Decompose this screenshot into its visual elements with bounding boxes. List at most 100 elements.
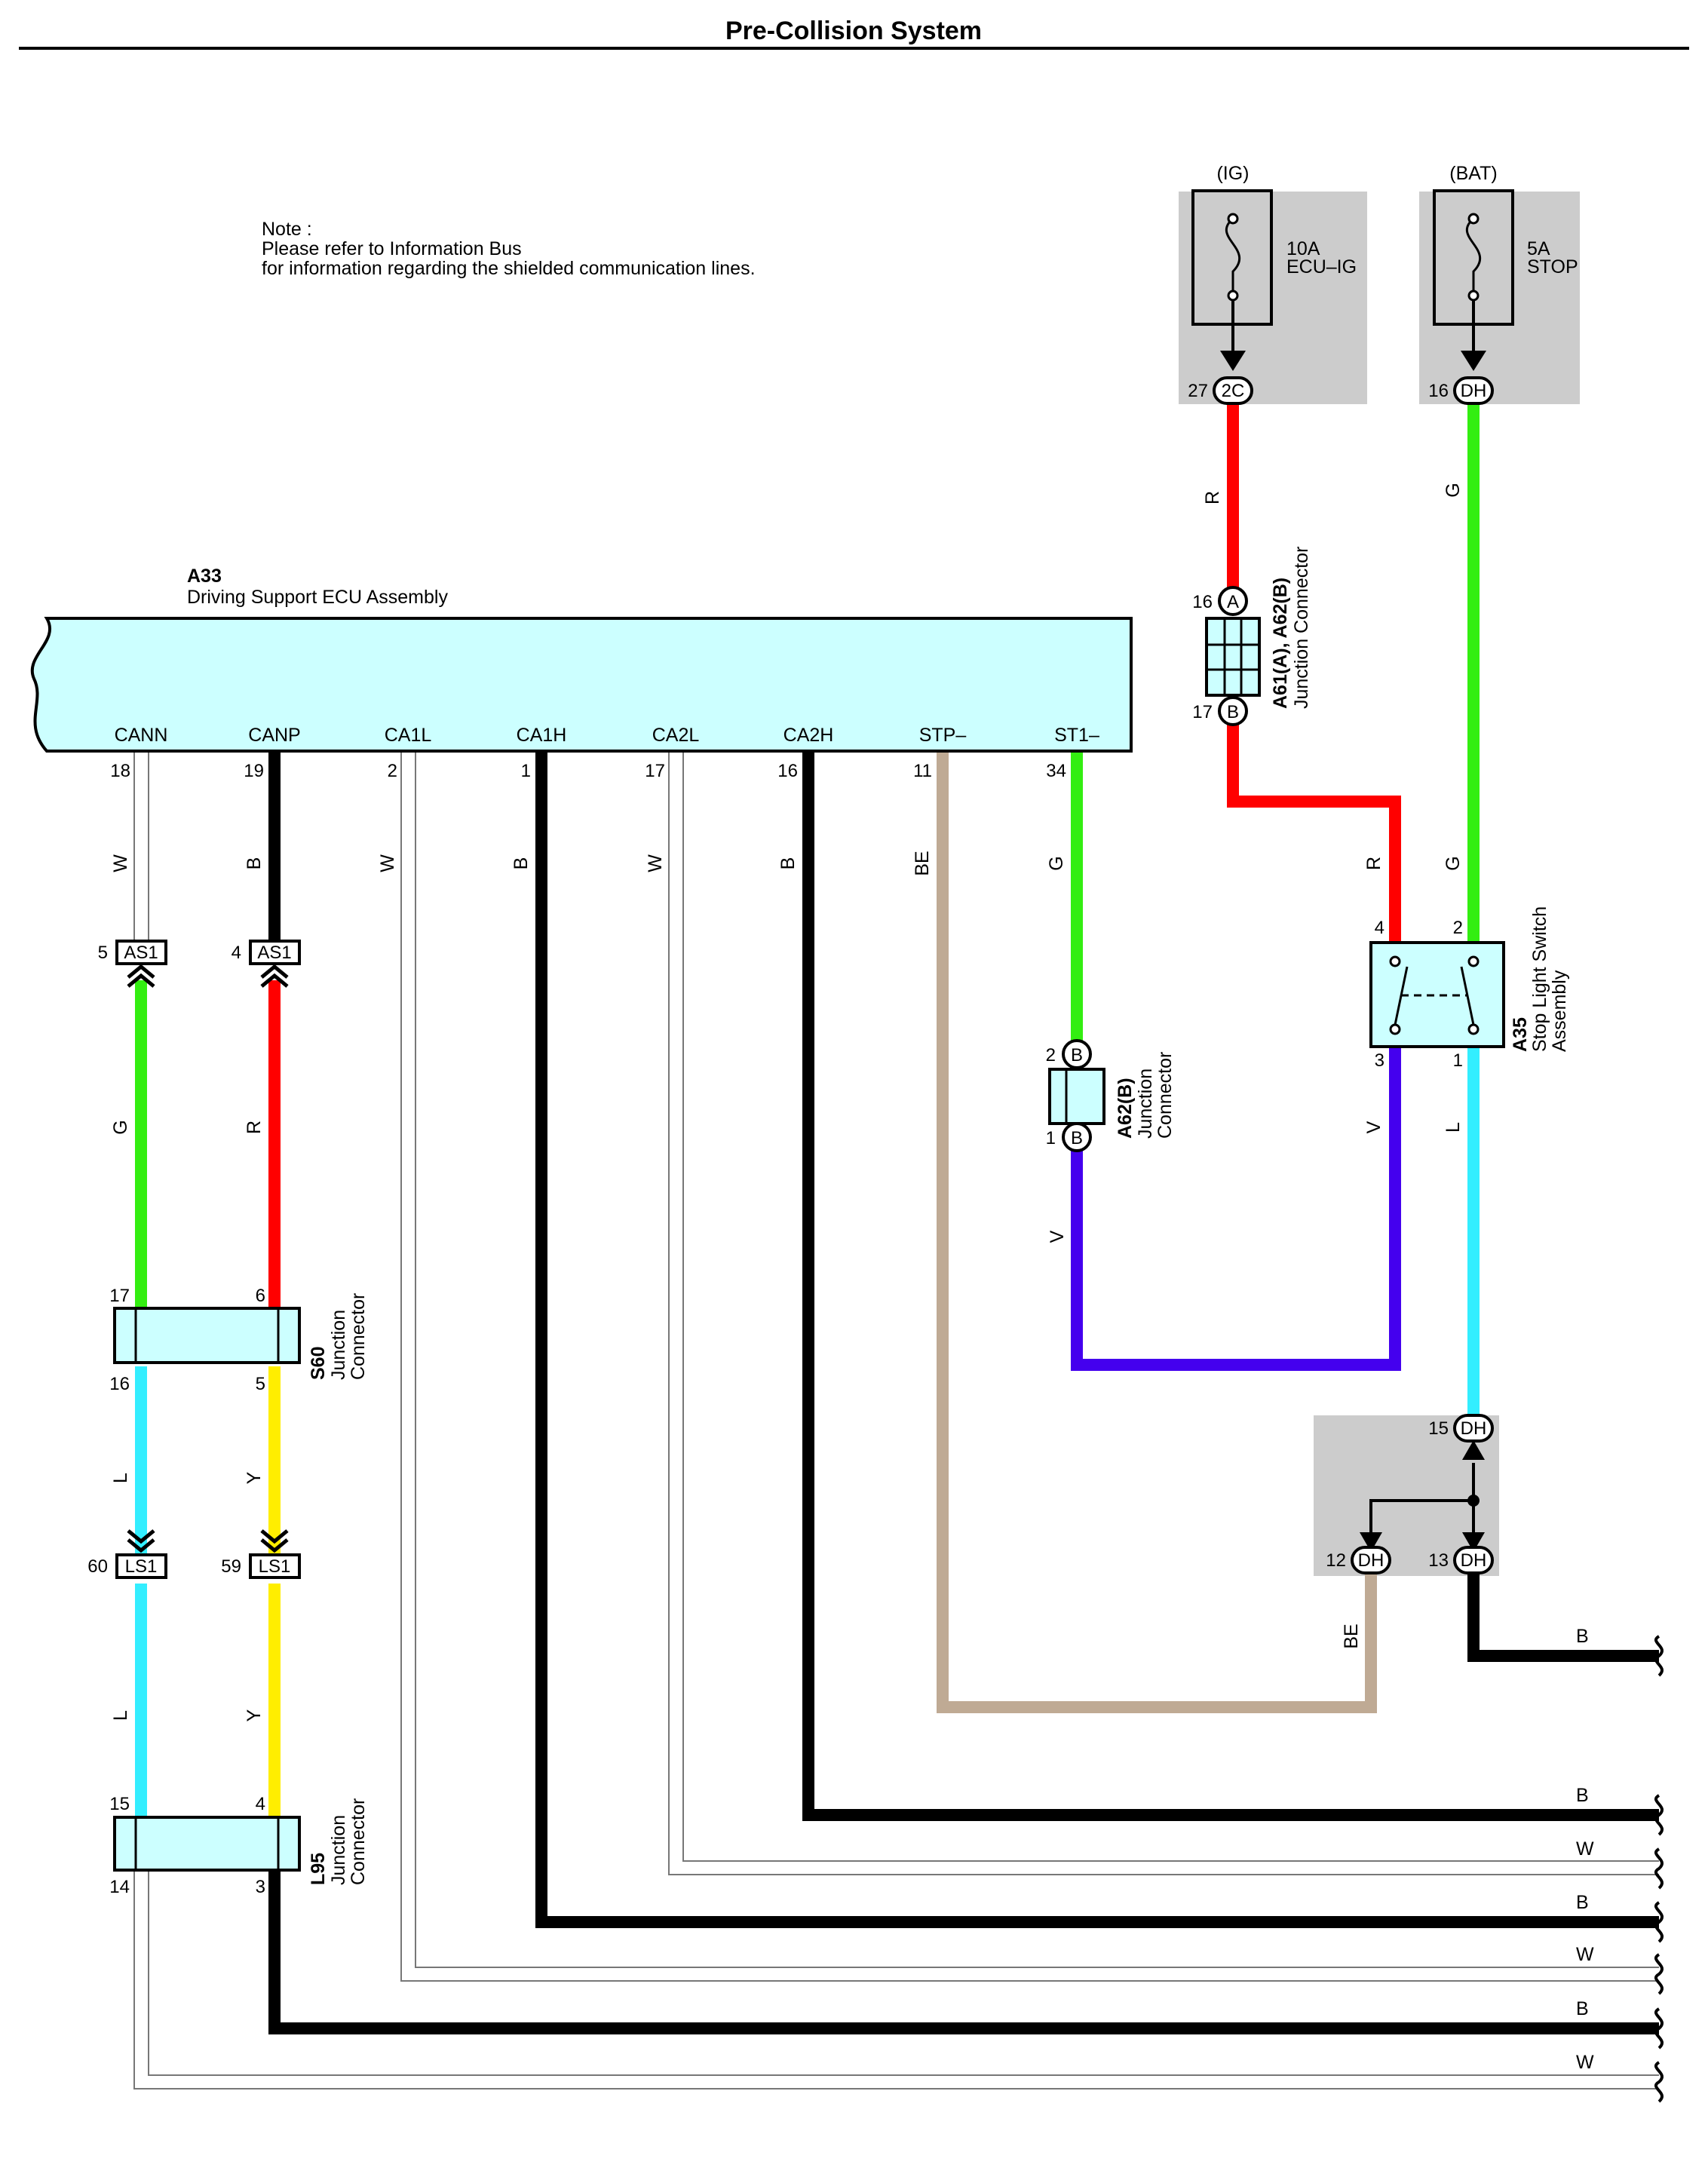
note-line-1: Please refer to Information Bus [262,238,522,259]
wire-black [268,751,1659,2034]
svg-text:3: 3 [1375,1050,1384,1071]
fuse-bat-name: STOP [1527,256,1578,277]
ecu-terminal-pin: 1 [521,761,531,781]
ecu-terminal-pin: 18 [110,761,130,781]
fuse-ig-rating: 10A [1286,238,1320,259]
right-wire-label: W [1576,2052,1594,2073]
connector-ls1: LS1 LS1 60 59 [87,1529,301,1579]
wire-ca2l-w [668,751,1659,1875]
wire-l95-out-b [268,1870,1659,2034]
ecu-terminal-name: CANN [115,725,168,746]
svg-text:27: 27 [1188,381,1208,401]
page-title: Pre-Collision System [725,17,982,45]
svg-text:Junction: Junction [328,1815,349,1885]
svg-text:14: 14 [109,1877,130,1897]
wire-break-mark [1654,1847,1664,1890]
svg-text:A62(B): A62(B) [1115,1078,1136,1139]
junction-a61-a62: A B 16 17 A61(A), A62(B) Junction Connec… [1192,547,1312,726]
wire-break-mark [1654,1901,1664,1943]
wire-break-mark [1654,1635,1664,1677]
wire-labels: R G R G V L V BE G R L Y L Y [110,483,1464,1722]
svg-text:DH: DH [1461,1418,1487,1439]
right-wire-label: B [1576,1998,1589,2019]
svg-text:Assembly: Assembly [1549,970,1570,1052]
svg-text:R: R [244,1121,265,1134]
connector-as1: AS1 AS1 5 4 [98,940,301,988]
ecu-terminal-pin: 2 [388,761,397,781]
ecu-terminal-name: CA1H [517,725,567,746]
svg-text:2C: 2C [1222,381,1245,401]
wire-red [268,403,1401,1308]
svg-text:DH: DH [1358,1550,1384,1571]
svg-text:Connector: Connector [1155,1052,1176,1139]
fuse-ig-symbol [1191,189,1273,371]
svg-text:4: 4 [232,943,241,963]
svg-text:R: R [1202,491,1223,504]
svg-text:B: B [1227,702,1239,722]
svg-text:4: 4 [1375,918,1384,938]
ecu-name: Driving Support ECU Assembly [187,587,448,608]
note: Note : Please refer to Information Bus f… [262,219,756,279]
svg-text:G: G [110,1120,131,1134]
wire-cann-w [133,751,1659,2089]
junction-a62: B B 2 1 A62(B) Junction Connector [1046,1039,1176,1152]
fuse-bat-box [1419,192,1580,404]
svg-text:13: 13 [1428,1550,1449,1571]
ecu-terminal-wire-label: B [511,857,532,870]
junction-a61-name: Junction Connector [1291,547,1312,709]
right-wire-label: B [1576,1626,1589,1647]
svg-text:Junction: Junction [328,1310,349,1380]
stop-light-switch: 4 2 3 1 A35 Stop Light Switch Assembly [1369,906,1570,1071]
svg-text:3: 3 [256,1877,265,1897]
svg-text:V: V [1047,1230,1068,1243]
svg-text:AS1: AS1 [257,943,291,963]
fuse-bat-symbol [1433,189,1514,371]
ecu-terminal-wire-label: W [110,854,131,872]
wire-break-mark [1654,2007,1664,2050]
ecu-terminal-wire-label: G [1046,856,1067,870]
ecu-terminal-pin: 16 [777,761,798,781]
svg-text:L: L [1443,1122,1464,1133]
junction-s60: 17 6 16 5 S60 Junction Connector [109,1286,369,1394]
svg-text:LS1: LS1 [259,1556,291,1577]
ecu-terminal-wire-label: B [777,857,799,870]
wire-lightblue [135,1047,1480,1817]
fuse-bat-rating: 5A [1527,238,1550,259]
fuse-ig-source: (IG) [1216,163,1249,184]
ecu-code: A33 [187,566,222,587]
svg-text:16: 16 [1192,592,1213,612]
ecu-terminal-name: CA2L [652,725,700,746]
wire-break-mark [1654,2061,1664,2103]
wire-a61-r [1227,724,1401,943]
svg-text:59: 59 [221,1556,241,1577]
svg-text:DH: DH [1461,1550,1487,1571]
svg-text:17: 17 [1192,702,1213,722]
svg-text:A: A [1227,592,1239,612]
svg-text:5: 5 [256,1374,265,1394]
junction-l95: 15 4 14 3 L95 Junction Connector [109,1794,369,1897]
svg-text:B: B [1071,1128,1083,1148]
ecu-terminal-name: CA1L [385,725,432,746]
ecu-terminal-pin: 19 [244,761,264,781]
svg-text:L: L [110,1473,131,1483]
wire-dh13-b [1467,1573,1659,1662]
svg-text:LS1: LS1 [125,1556,158,1577]
svg-text:12: 12 [1326,1550,1346,1571]
conn-ig-2c: 2C 27 [1188,376,1253,405]
ecu-box [30,617,1133,753]
ecu-terminal-name: CANP [248,725,300,746]
junction-dot [1467,1495,1480,1507]
conn-bat-dh: DH 16 [1428,376,1494,405]
svg-text:G: G [1443,483,1464,497]
wire-green [135,403,1480,1308]
wire-stp-be [937,751,1377,1713]
svg-text:2: 2 [1046,1045,1056,1065]
right-wire-label: W [1576,1838,1594,1860]
svg-text:AS1: AS1 [124,943,158,963]
junction-block-connectors: DH 15 DH 12 DH 13 [1326,1414,1494,1574]
svg-text:L95: L95 [308,1853,329,1885]
svg-text:6: 6 [256,1286,265,1306]
ecu-terminal-name: ST1– [1054,725,1099,746]
